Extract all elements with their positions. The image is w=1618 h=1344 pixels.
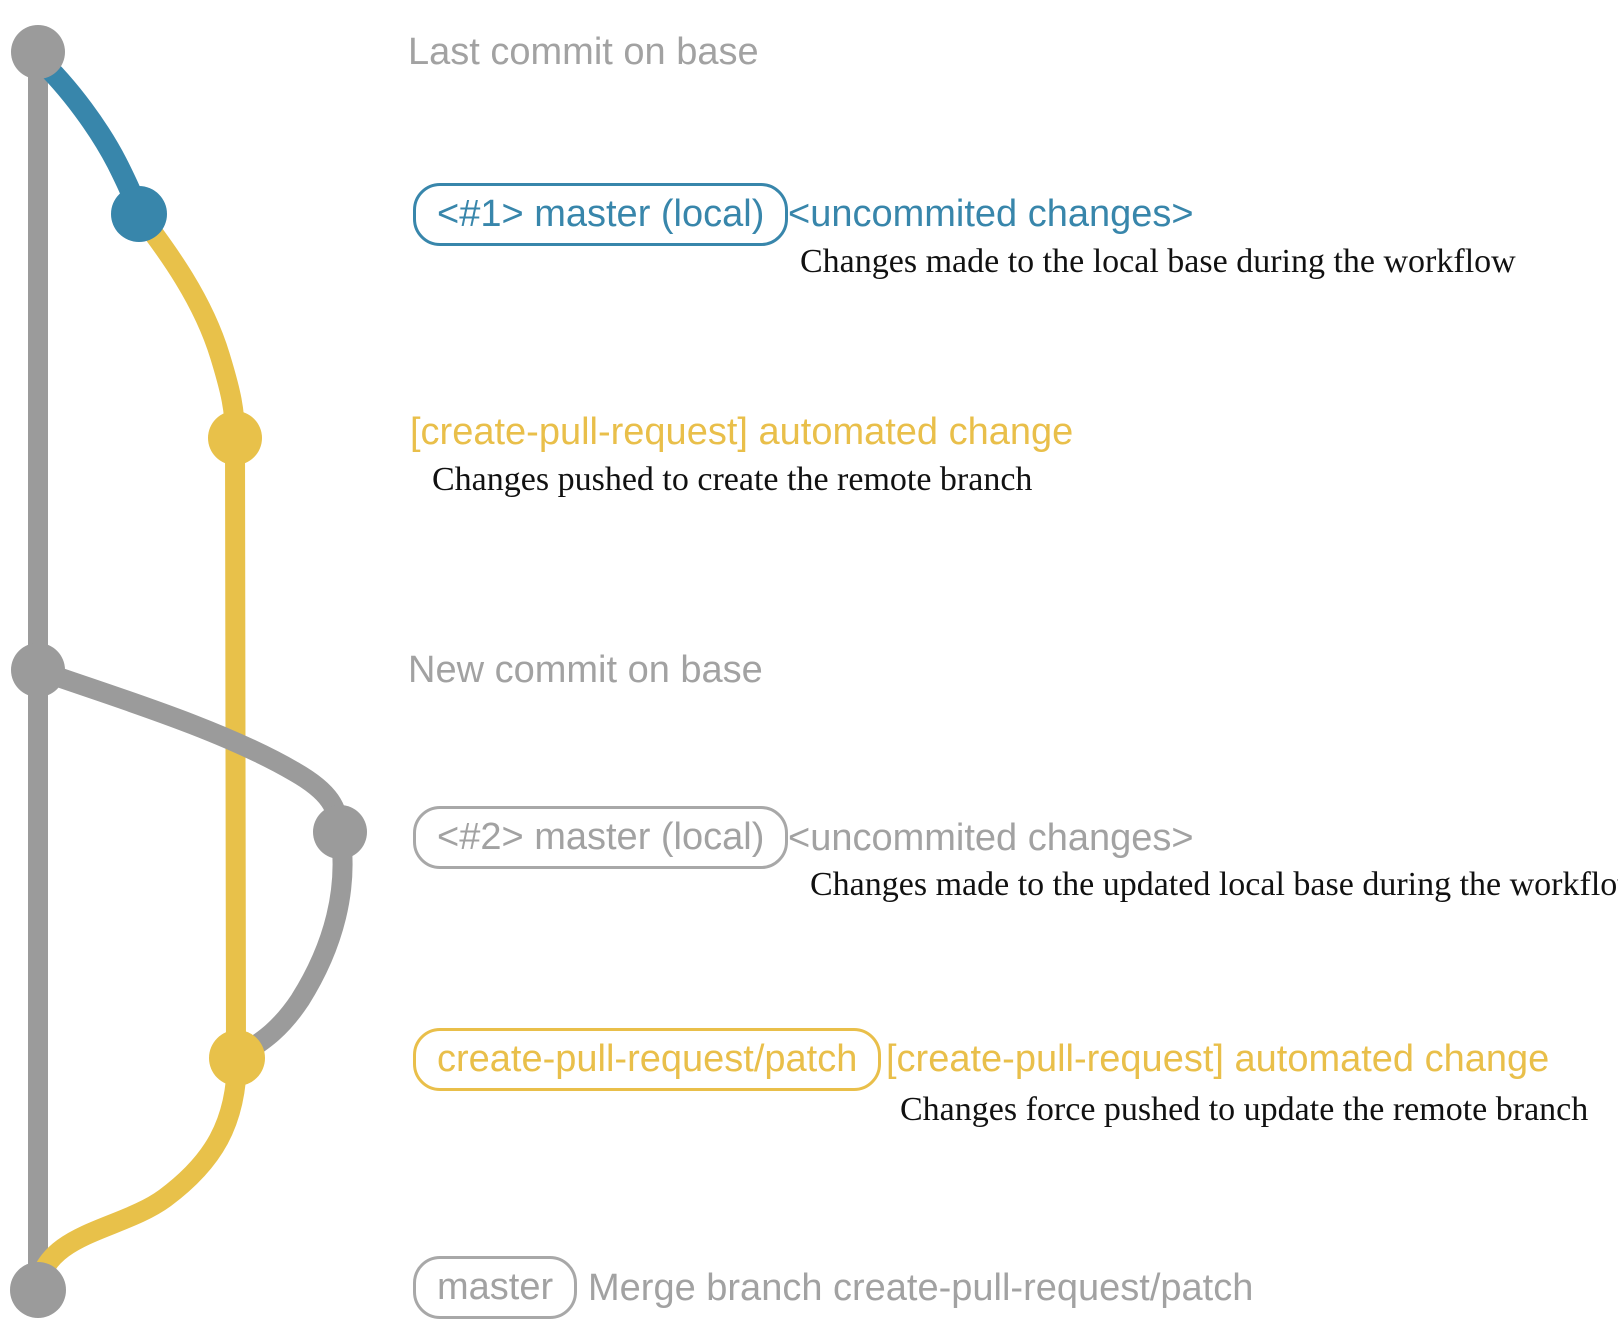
commit-dot-automated-change-1 xyxy=(208,411,262,465)
commit-dot-uncommitted-2 xyxy=(313,805,367,859)
pull-request-merge-line xyxy=(28,1048,247,1300)
label-automated-change-2: [create-pull-request] automated change xyxy=(886,1038,1550,1080)
desc-updated-local-base-changes: Changes made to the updated local base d… xyxy=(810,866,1618,903)
label-uncommitted-changes-1: <uncommited changes> xyxy=(788,193,1194,235)
badge-master-local-1: <#1> master (local) xyxy=(413,183,789,246)
pull-request-branch-line xyxy=(129,204,246,1068)
desc-push-remote-branch: Changes pushed to create the remote bran… xyxy=(432,461,1033,498)
label-last-commit-on-base: Last commit on base xyxy=(408,31,759,73)
commit-dot-automated-change-2 xyxy=(209,1030,265,1086)
label-automated-change-1: [create-pull-request] automated change xyxy=(410,411,1074,453)
desc-local-base-changes: Changes made to the local base during th… xyxy=(800,243,1516,280)
badge-master-local-2: <#2> master (local) xyxy=(413,806,789,869)
label-merge-branch: Merge branch create-pull-request/patch xyxy=(588,1267,1254,1309)
commit-dot-last-commit-on-base xyxy=(11,25,65,79)
badge-master: master xyxy=(413,1256,578,1319)
desc-force-push-remote-branch: Changes force pushed to update the remot… xyxy=(900,1091,1589,1128)
commit-dot-merge-commit xyxy=(10,1262,66,1318)
label-new-commit-on-base: New commit on base xyxy=(408,649,763,691)
commit-graph xyxy=(10,25,367,1318)
commit-dot-uncommitted-1 xyxy=(111,186,167,242)
rebase-branch-line-lower xyxy=(227,822,353,1068)
commit-dot-new-commit-on-base xyxy=(11,643,65,697)
rebase-branch-line-upper xyxy=(28,660,350,842)
badge-create-pull-request-patch: create-pull-request/patch xyxy=(413,1028,882,1091)
label-uncommitted-changes-2: <uncommited changes> xyxy=(788,817,1194,859)
